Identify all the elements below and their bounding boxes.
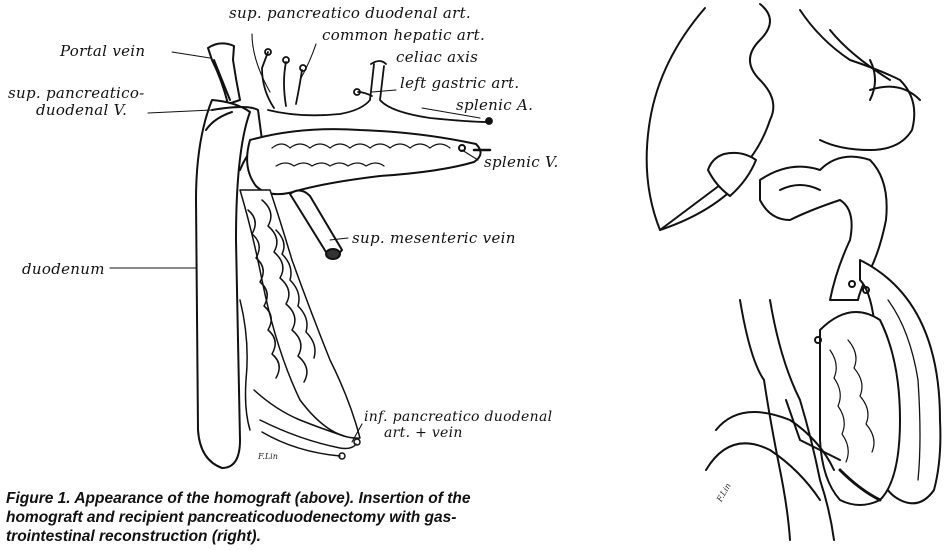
stomach-drawing: [800, 10, 920, 150]
label-portal-vein: Portal vein: [60, 44, 145, 59]
label-sup-mesenteric-vein: sup. mesenteric vein: [352, 231, 516, 246]
pancreatic-head-drawing: [240, 190, 360, 438]
caption-line-2: homograft and recipient pancreaticoduode…: [6, 508, 596, 527]
label-sup-pancreatico-duodenal-art: sup. pancreatico duodenal art.: [229, 6, 471, 21]
label-sup-pancreatico-duodenal-v-2: duodenal V.: [36, 103, 127, 118]
liver-drawing: [647, 4, 774, 230]
label-sup-pancreatico-duodenal-v-1: sup. pancreatico-: [8, 86, 145, 101]
caption-line-1: Figure 1. Appearance of the homograft (a…: [6, 489, 596, 508]
artist-signature-left: F.Lin: [258, 452, 278, 461]
label-duodenum: duodenum: [22, 262, 105, 277]
caption-line-3: trointestinal reconstruction (right).: [6, 527, 596, 546]
label-inf-pancreatico-duodenal-2: art. + vein: [384, 426, 463, 440]
figure-caption: Figure 1. Appearance of the homograft (a…: [6, 489, 596, 546]
label-common-hepatic-art: common hepatic art.: [322, 28, 485, 43]
label-splenic-a: splenic A.: [456, 98, 533, 113]
sup-mesenteric-vein-drawing: [290, 190, 342, 259]
label-splenic-v: splenic V.: [484, 155, 559, 170]
pancreas-drawing: [247, 129, 490, 194]
label-left-gastric-art: left gastric art.: [400, 76, 519, 91]
label-celiac-axis: celiac axis: [396, 50, 478, 65]
label-inf-pancreatico-duodenal-1: inf. pancreatico duodenal: [364, 410, 552, 424]
portal-vein-drawing: [208, 43, 240, 104]
